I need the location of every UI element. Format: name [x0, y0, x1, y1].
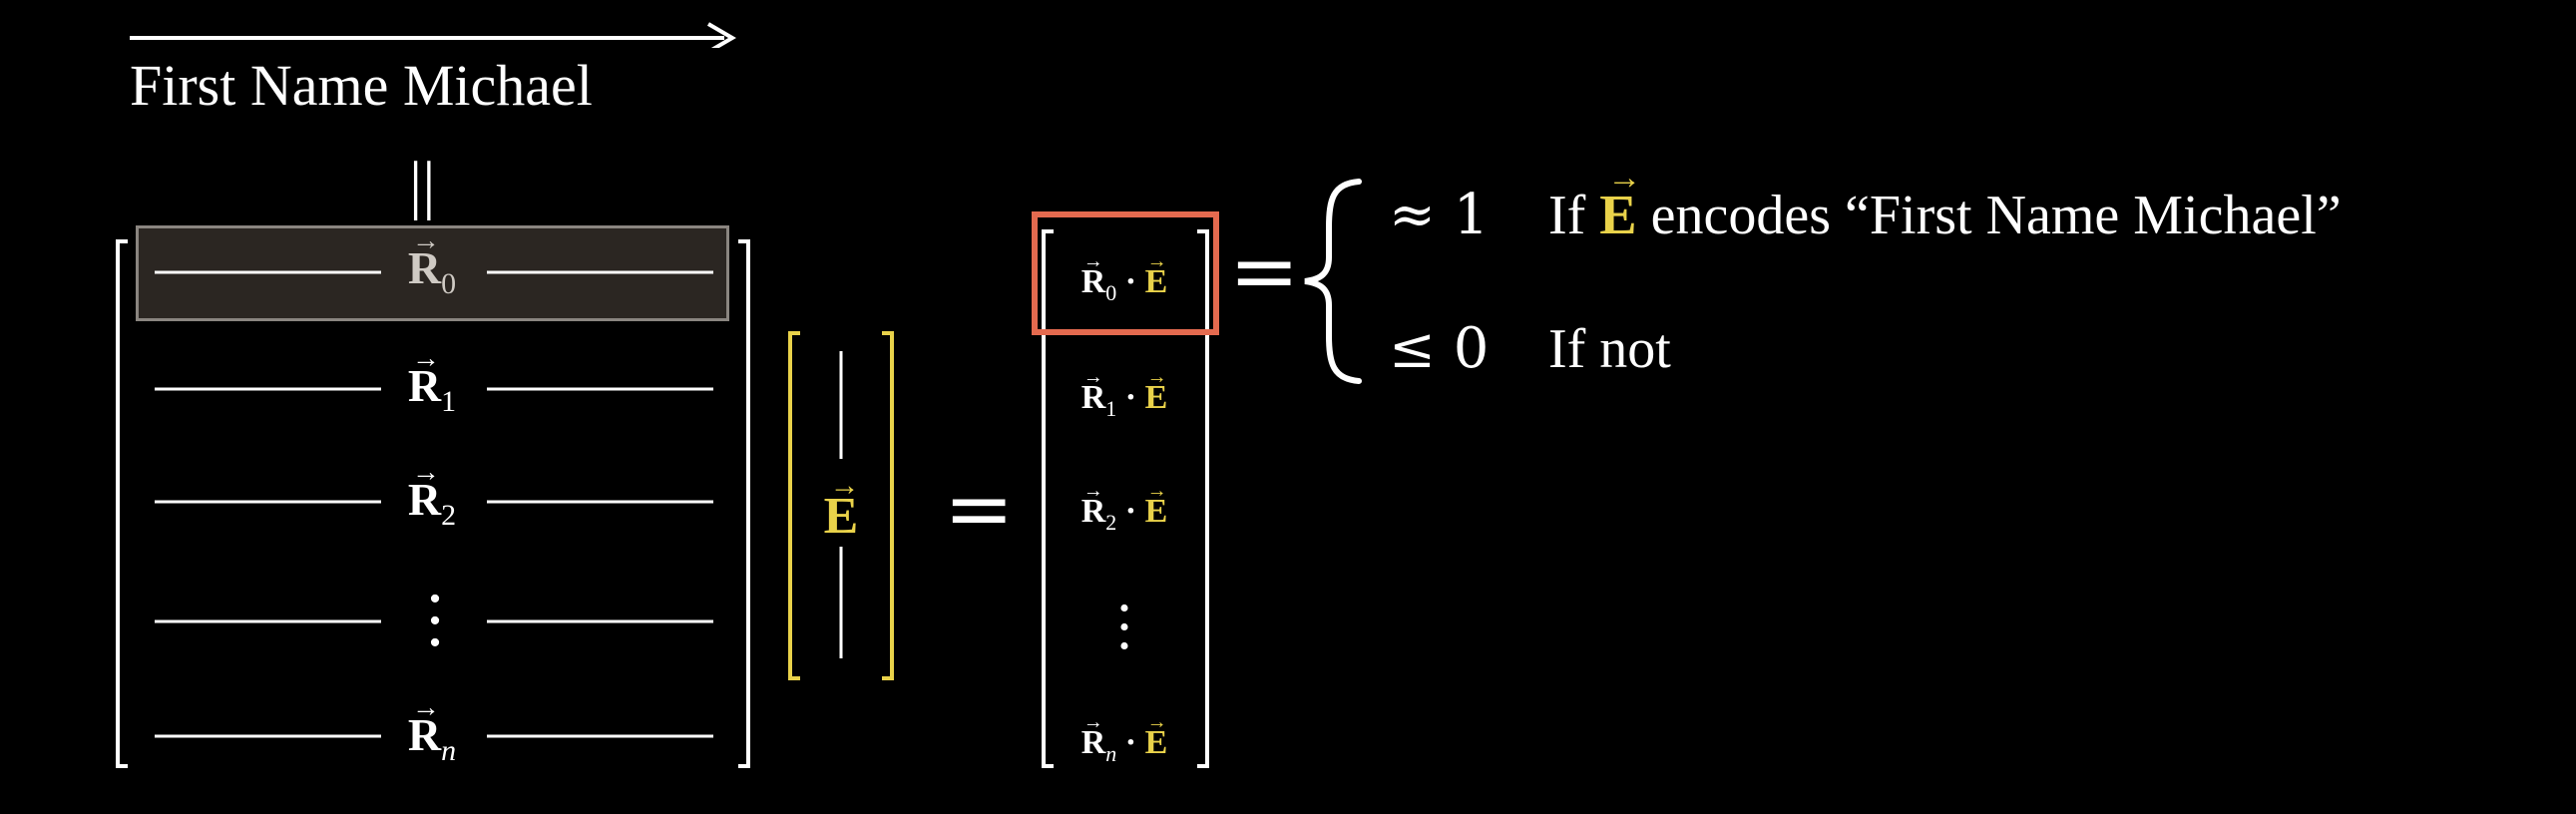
- case-1-relation: ≤ 0: [1389, 316, 1490, 381]
- cases-equals-sign: =: [1229, 222, 1300, 320]
- result-highlight-box: [1032, 211, 1219, 335]
- title-text: First Name Michael: [130, 53, 593, 118]
- case-0-condition: If →E encodes “First Name Michael”: [1548, 160, 2342, 246]
- equals-sign: =: [944, 460, 1015, 558]
- matrix-row-2-label: →R2: [407, 457, 457, 533]
- matrix-row-n-label: →Rn: [407, 692, 457, 768]
- title-overarrow: [130, 22, 736, 48]
- result-cell-n: →Rn · →E: [1080, 711, 1168, 766]
- matrix-vdots: ···: [427, 574, 443, 668]
- result-cell-1: →R1 · →E: [1080, 366, 1168, 421]
- result-cell-2: →R2 · →E: [1080, 480, 1168, 535]
- matrix-brackets: [116, 239, 750, 768]
- case-0-relation: ≈ 1: [1389, 183, 1490, 247]
- matrix-row-lines: [155, 270, 713, 738]
- vector-brackets: [788, 331, 894, 680]
- result-cell-0: →R0 · →E: [1080, 250, 1168, 305]
- case-1-condition: If not: [1548, 318, 1671, 380]
- result-brackets: [1042, 229, 1209, 768]
- matrix-row-1-label: →R1: [407, 343, 457, 419]
- title-equals-sign: ||: [409, 149, 436, 221]
- result-vdots: ···: [1117, 586, 1131, 668]
- matrix-row-0-label: →R0: [407, 225, 457, 301]
- cases-brace: [1304, 179, 1362, 384]
- vector-e-label: →E: [823, 469, 860, 545]
